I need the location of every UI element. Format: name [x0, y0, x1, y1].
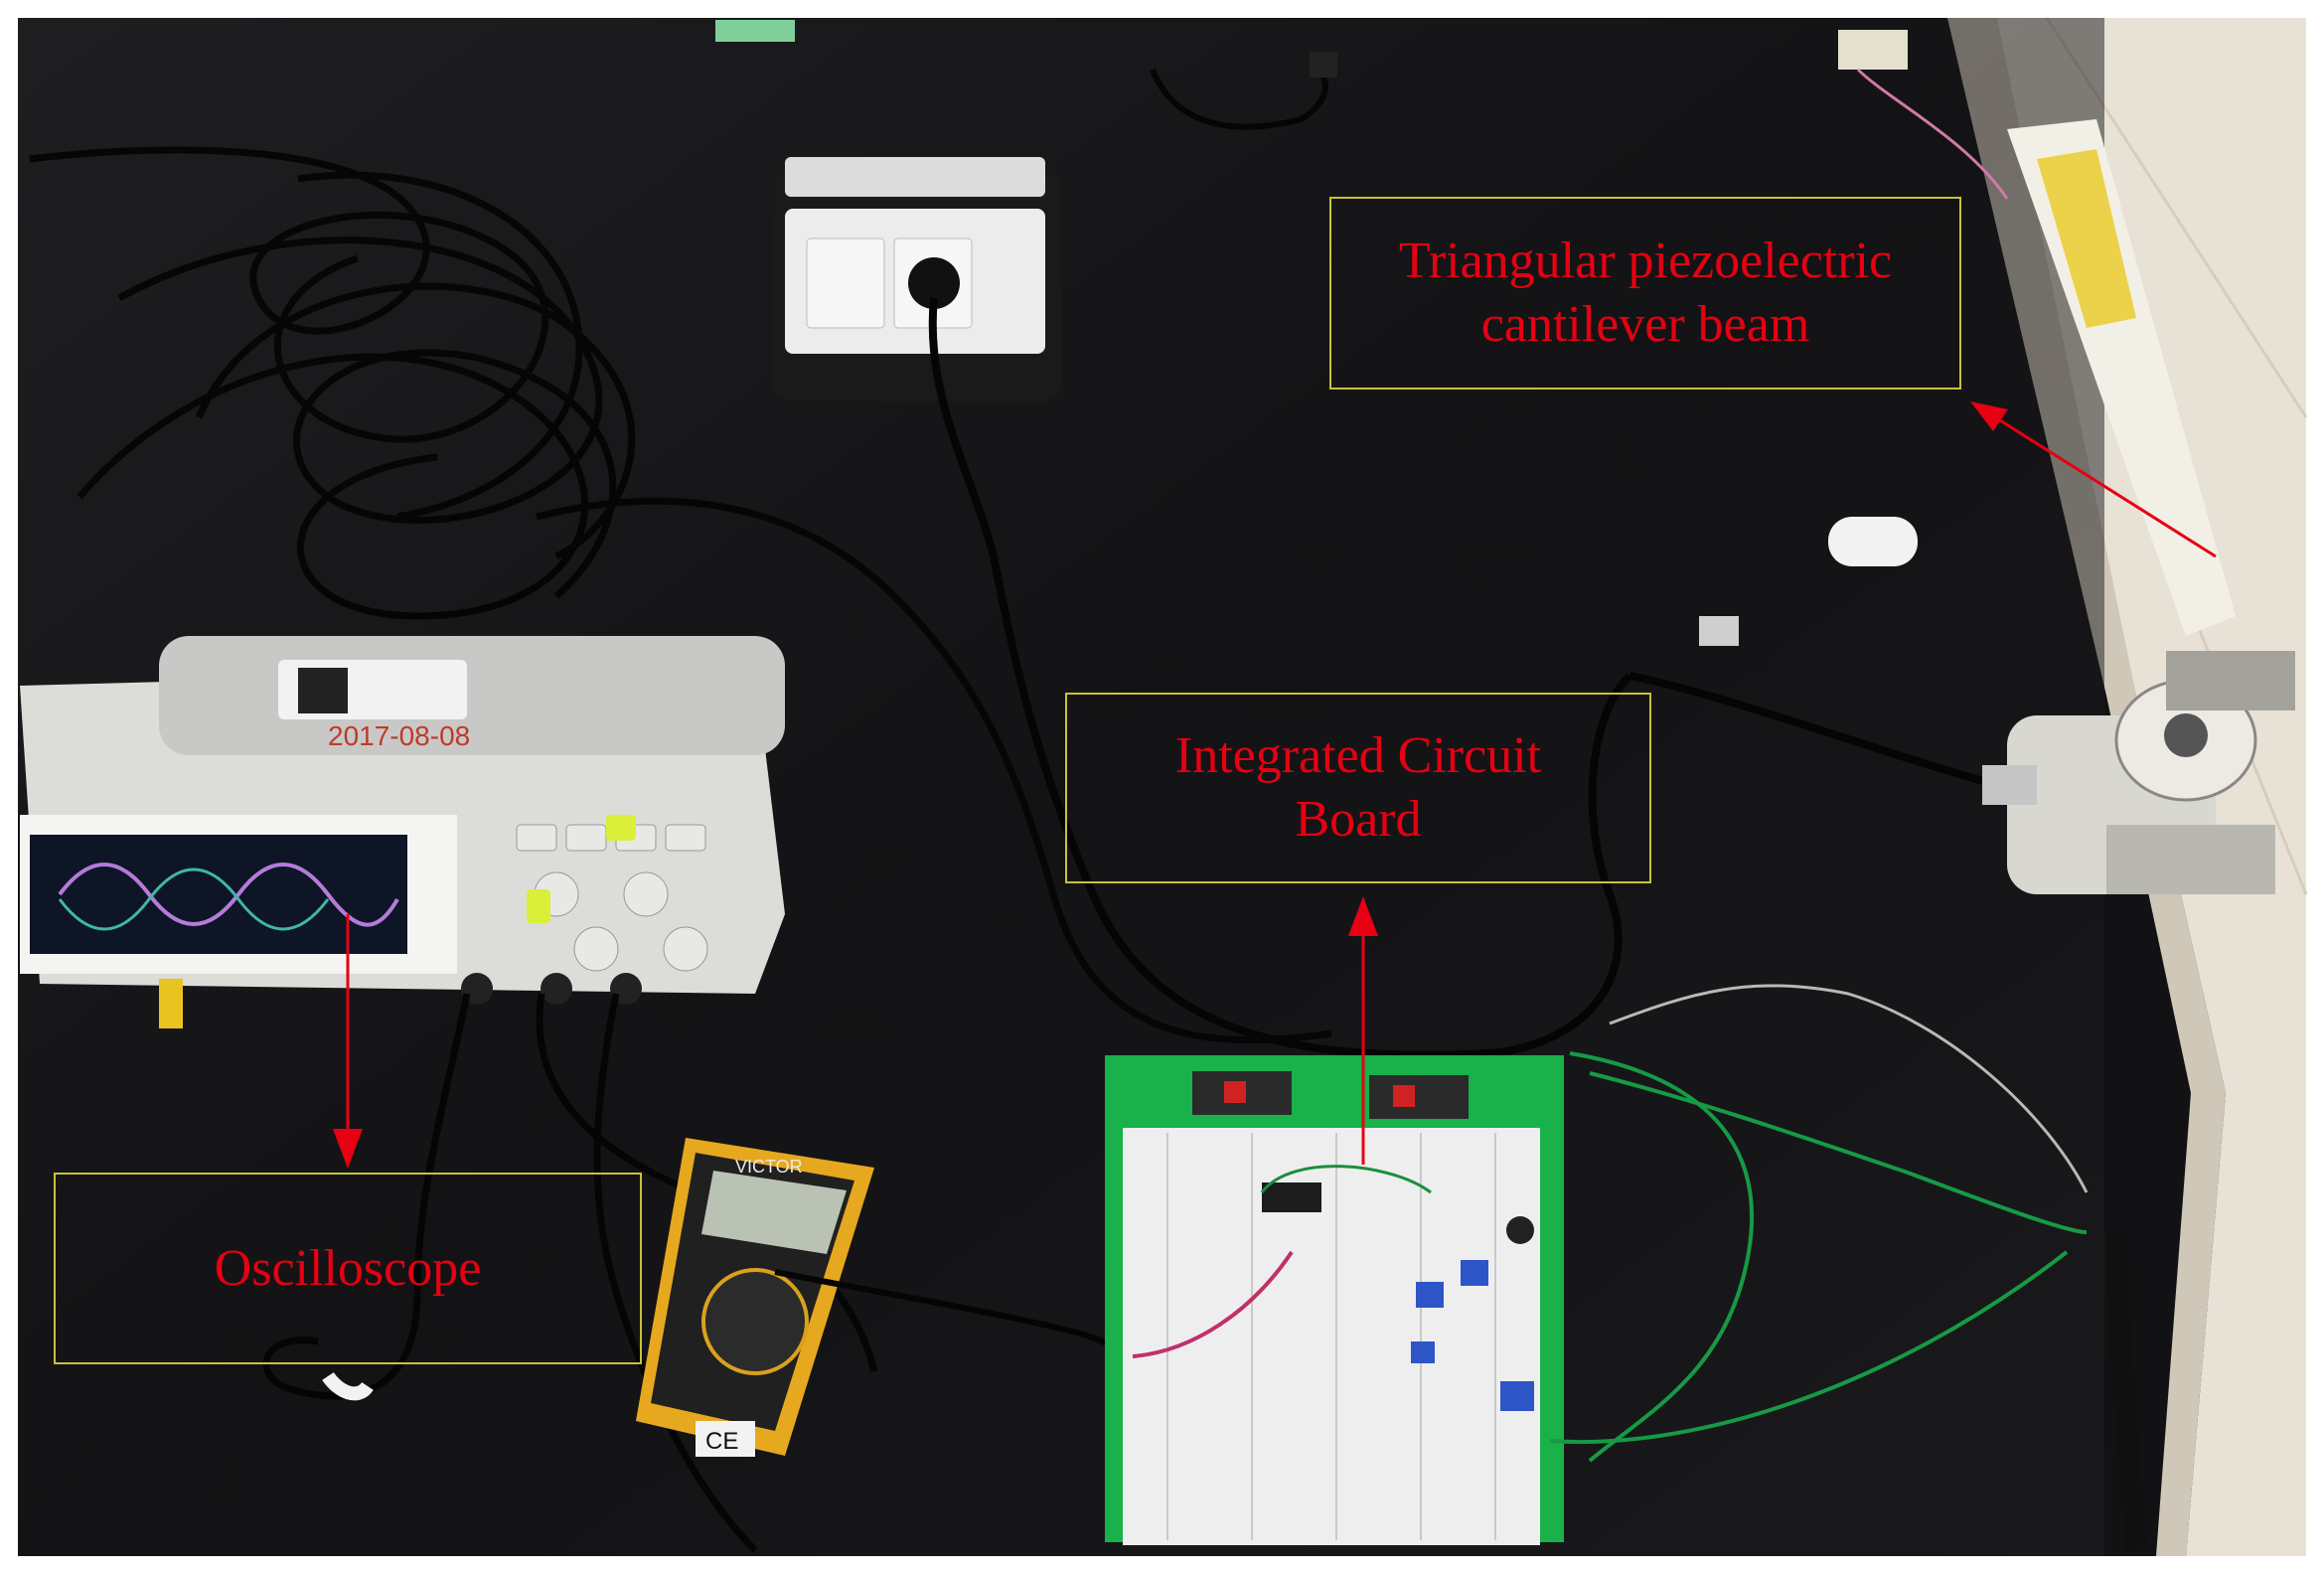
- probe-clip: [322, 1371, 374, 1401]
- multimeter: VICTOR CE: [636, 1138, 874, 1457]
- probe-right: [2105, 1231, 2147, 1551]
- power-cable: [928, 297, 1632, 1059]
- oscilloscope-sticker-text: 2017-08-08: [328, 720, 470, 751]
- coiled-cables: [29, 146, 1332, 1044]
- label-triangular-beam-line2: cantilever beam: [1480, 296, 1810, 353]
- annotation-arrows: [333, 401, 2217, 1169]
- arrow-head-oscilloscope: [333, 1129, 363, 1169]
- arrow-head-board: [1348, 896, 1378, 936]
- floor-area: [1947, 18, 2306, 1556]
- power-socket: [773, 157, 1061, 401]
- label-oscilloscope-text: Oscilloscope: [214, 1239, 482, 1297]
- label-circuit-board-line2: Board: [1295, 791, 1422, 848]
- shaker-assembly: [1628, 651, 2295, 894]
- capacitor: [1828, 517, 1918, 566]
- label-circuit-board: Integrated Circuit Board: [1065, 693, 1651, 883]
- label-circuit-board-line1: Integrated Circuit: [1174, 727, 1542, 784]
- arrow-head-beam: [1970, 401, 2008, 431]
- multimeter-brand: VICTOR: [735, 1157, 803, 1177]
- label-triangular-beam-line1: Triangular piezoelectric: [1398, 233, 1893, 289]
- breadboard: [1105, 1055, 1564, 1545]
- label-oscilloscope: Oscilloscope: [54, 1173, 642, 1364]
- arrow-line-beam: [1991, 413, 2217, 558]
- label-triangular-beam: Triangular piezoelectric cantilever beam: [1329, 197, 1961, 390]
- multimeter-ce-mark: CE: [705, 1428, 738, 1455]
- oscilloscope-device: 2017-08-08: [20, 636, 785, 1028]
